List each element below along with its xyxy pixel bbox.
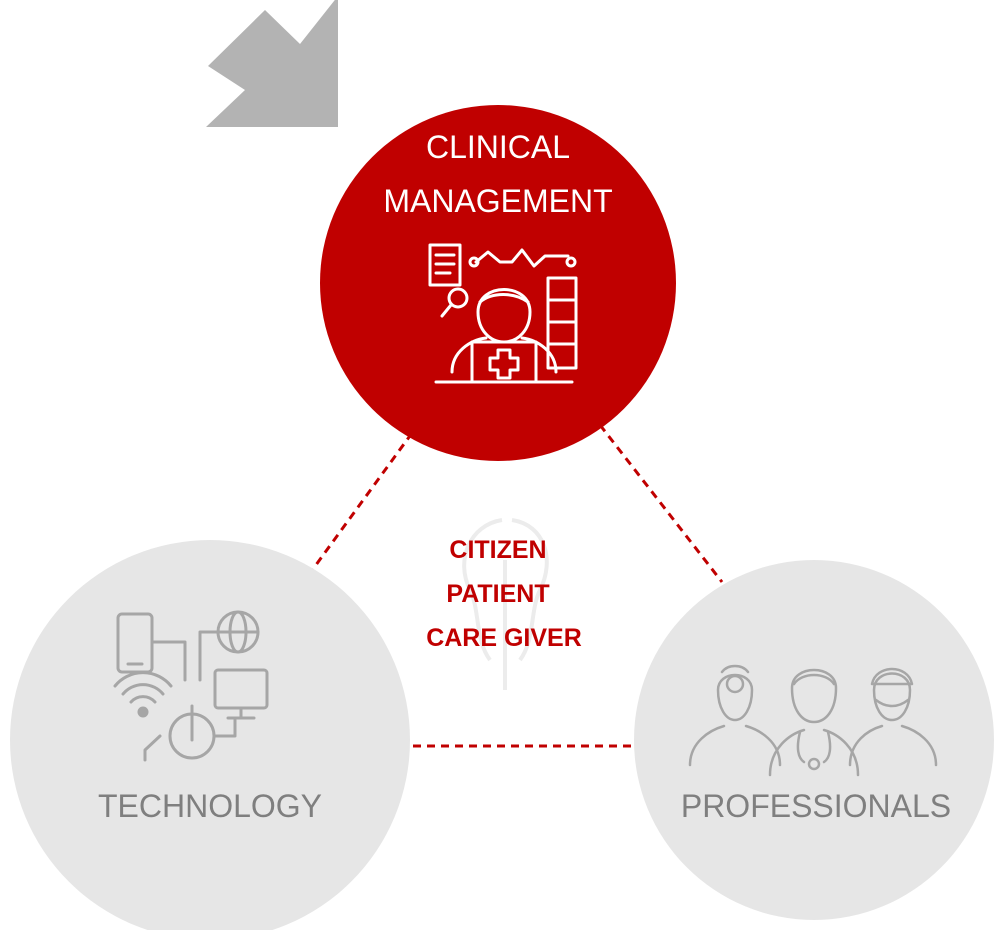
connector-clinical-professionals [598, 424, 724, 583]
center-label-patient: PATIENT [446, 580, 549, 608]
doctor-laptop-icon [428, 243, 578, 384]
node-professionals-circle [634, 560, 994, 920]
medical-staff-icon [688, 664, 938, 777]
node-technology-circle [10, 540, 410, 930]
center-label-care-giver: CARE GIVER [426, 624, 582, 652]
node-clinical-label-line1: CLINICAL [426, 129, 570, 165]
node-technology[interactable]: TECHNOLOGY [10, 540, 410, 930]
connector-clinical-technology [303, 432, 414, 581]
node-professionals-label: PROFESSIONALS [681, 788, 951, 824]
devices-network-icon [113, 610, 269, 762]
node-clinical-management[interactable]: CLINICAL MANAGEMENT [320, 105, 676, 461]
node-clinical-circle [320, 105, 676, 461]
node-professionals[interactable]: PROFESSIONALS [634, 560, 994, 920]
center-label-citizen: CITIZEN [449, 536, 546, 564]
arrow-down-right-icon [206, 0, 338, 127]
watermark-figure-icon [462, 518, 549, 690]
center-label: CITIZEN PATIENT CARE GIVER [426, 536, 582, 652]
node-technology-label: TECHNOLOGY [98, 788, 322, 824]
node-clinical-label-line2: MANAGEMENT [383, 183, 612, 219]
